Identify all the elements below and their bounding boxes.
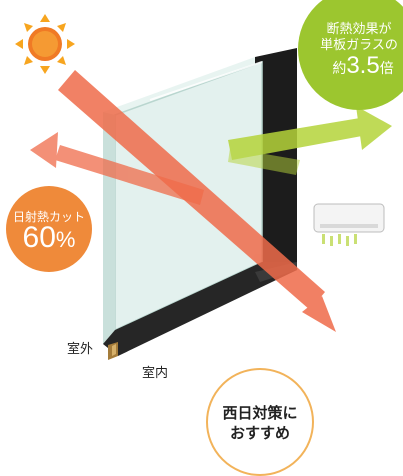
insulation-value: 3.5: [346, 52, 380, 79]
solar-cut-unit: %: [55, 227, 76, 252]
insulation-suffix: 倍: [379, 60, 394, 76]
glass-edge: [149, 61, 263, 101]
insulation-value-row: 約3.5倍: [306, 52, 403, 80]
reflected-solar-arrow: [30, 132, 204, 205]
recommend-line1: 西日対策に: [222, 405, 298, 422]
insulation-line1: 断熱効果が: [326, 21, 392, 36]
solar-cut-badge: 日射熱カット 60%: [6, 186, 92, 272]
solar-cut-value-row: 60%: [6, 222, 92, 256]
insulation-prefix: 約: [332, 60, 347, 76]
solar-cut-value: 60: [22, 221, 56, 254]
recommend-line2: おすすめ: [229, 425, 290, 442]
heat-insulation-arrow: [228, 106, 392, 175]
insulation-line2: 単板ガラスの: [320, 37, 398, 52]
air-conditioner-icon: [313, 203, 385, 246]
solar-cut-label: 日射熱カット: [12, 210, 85, 224]
sun-icon: [15, 14, 75, 74]
label-outdoor: 室外: [67, 341, 94, 356]
recommend-badge: 西日対策に おすすめ: [206, 368, 314, 476]
insulation-badge: 断熱効果が 単板ガラスの 約3.5倍: [298, 0, 403, 110]
label-indoor: 室内: [142, 365, 169, 380]
